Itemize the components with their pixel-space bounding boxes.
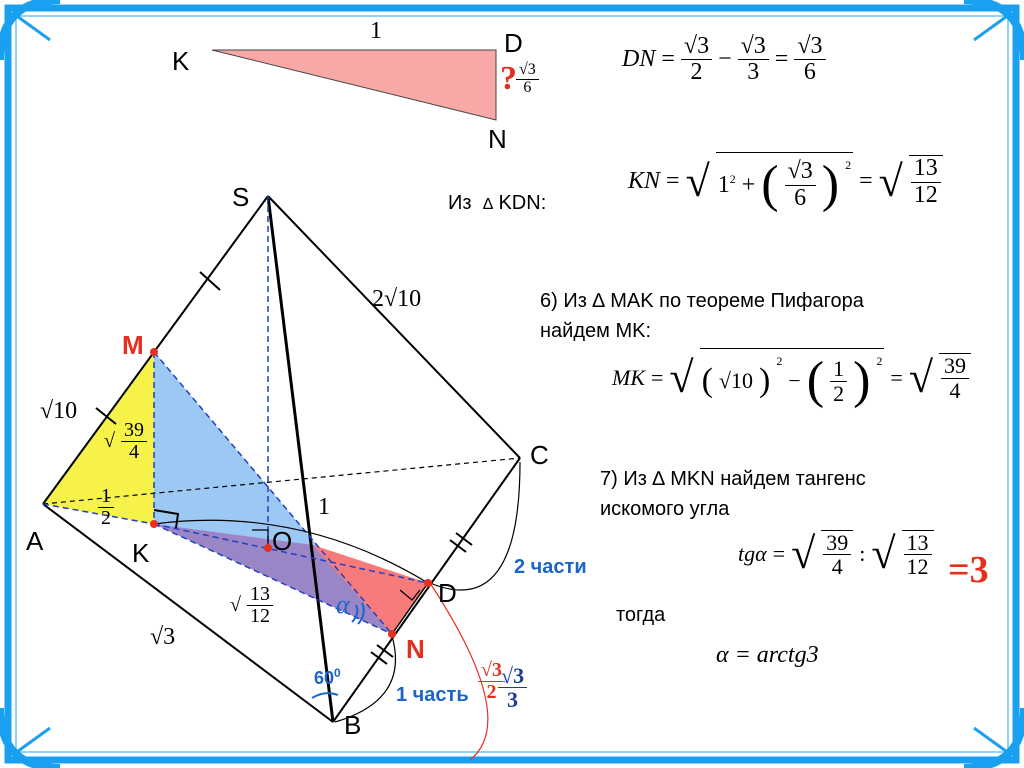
label-k-top: K [172,46,190,76]
segment-kn [153,523,393,635]
step-7-line2: искомого угла [600,498,730,520]
triangle-kdn-small [211,49,497,121]
tick-nb-1 [370,651,388,665]
label-s: S [232,182,250,212]
right-angle-o [252,529,269,546]
point-d [424,579,432,587]
label-alpha: α [336,590,350,619]
edge-sc [267,195,521,459]
triangle-kdn [313,545,428,634]
label-question: ? [500,60,517,97]
tick-ma [95,407,117,425]
equation-alpha: α = arctg3 [716,642,819,668]
point-m [150,348,158,356]
label-am-length: √10 [40,398,78,424]
label-c: C [530,440,549,470]
label-ab-length: √3 [150,624,176,650]
label-two-parts: 2 части [514,556,587,578]
then-label: тогда [616,604,666,626]
segment-mn [153,351,393,635]
arc-kd [153,519,429,584]
label-d: D [438,578,457,608]
label-m: M [122,330,144,360]
angle-arc-alpha [351,604,359,623]
right-angle-k [153,509,180,529]
edge-sb [266,195,335,723]
result-tg: =3 [948,549,989,591]
angle-arc-60 [311,692,339,699]
edge-bc [332,457,521,723]
right-angle-d [399,589,421,601]
label-k: K [132,538,150,568]
label-a: A [26,526,44,556]
point-n [388,630,396,638]
step-6-line2: найдем MK: [540,320,651,342]
edge-ac [42,457,521,505]
segment-kd [153,523,429,584]
label-angle-60: 600 [314,666,341,688]
point-k [150,520,158,528]
label-n: N [406,634,425,664]
tick-nb-2 [376,644,394,658]
label-n-top: N [488,124,507,154]
tick-cd-1 [449,539,467,553]
point-o [264,544,272,552]
label-b: B [344,710,362,740]
label-o: O [272,526,293,556]
step-kdn-label: Из ∆ KDN: [448,192,547,214]
label-d-top: D [504,28,523,58]
label-side-kd: 1 [370,18,382,44]
edge-ab [42,503,334,723]
tick-sm [199,271,221,291]
segment-dn [391,582,429,635]
step-6-line1: 6) Из ∆ MAK по теореме Пифагора [540,290,864,312]
angle-arc-alpha-2 [357,602,365,625]
brace-bn [334,635,397,723]
triangle-mak [43,352,154,524]
tick-cd-2 [455,532,473,546]
step-7-line1: 7) Из ∆ MKN найдем тангенс [600,468,866,490]
red-arc [429,582,489,761]
label-one-part: 1 часть [396,684,469,706]
brace-dc [429,461,521,591]
label-sc-length: 2√10 [372,286,422,312]
label-kd-mid: 1 [318,494,330,520]
segment-ak [42,503,155,525]
